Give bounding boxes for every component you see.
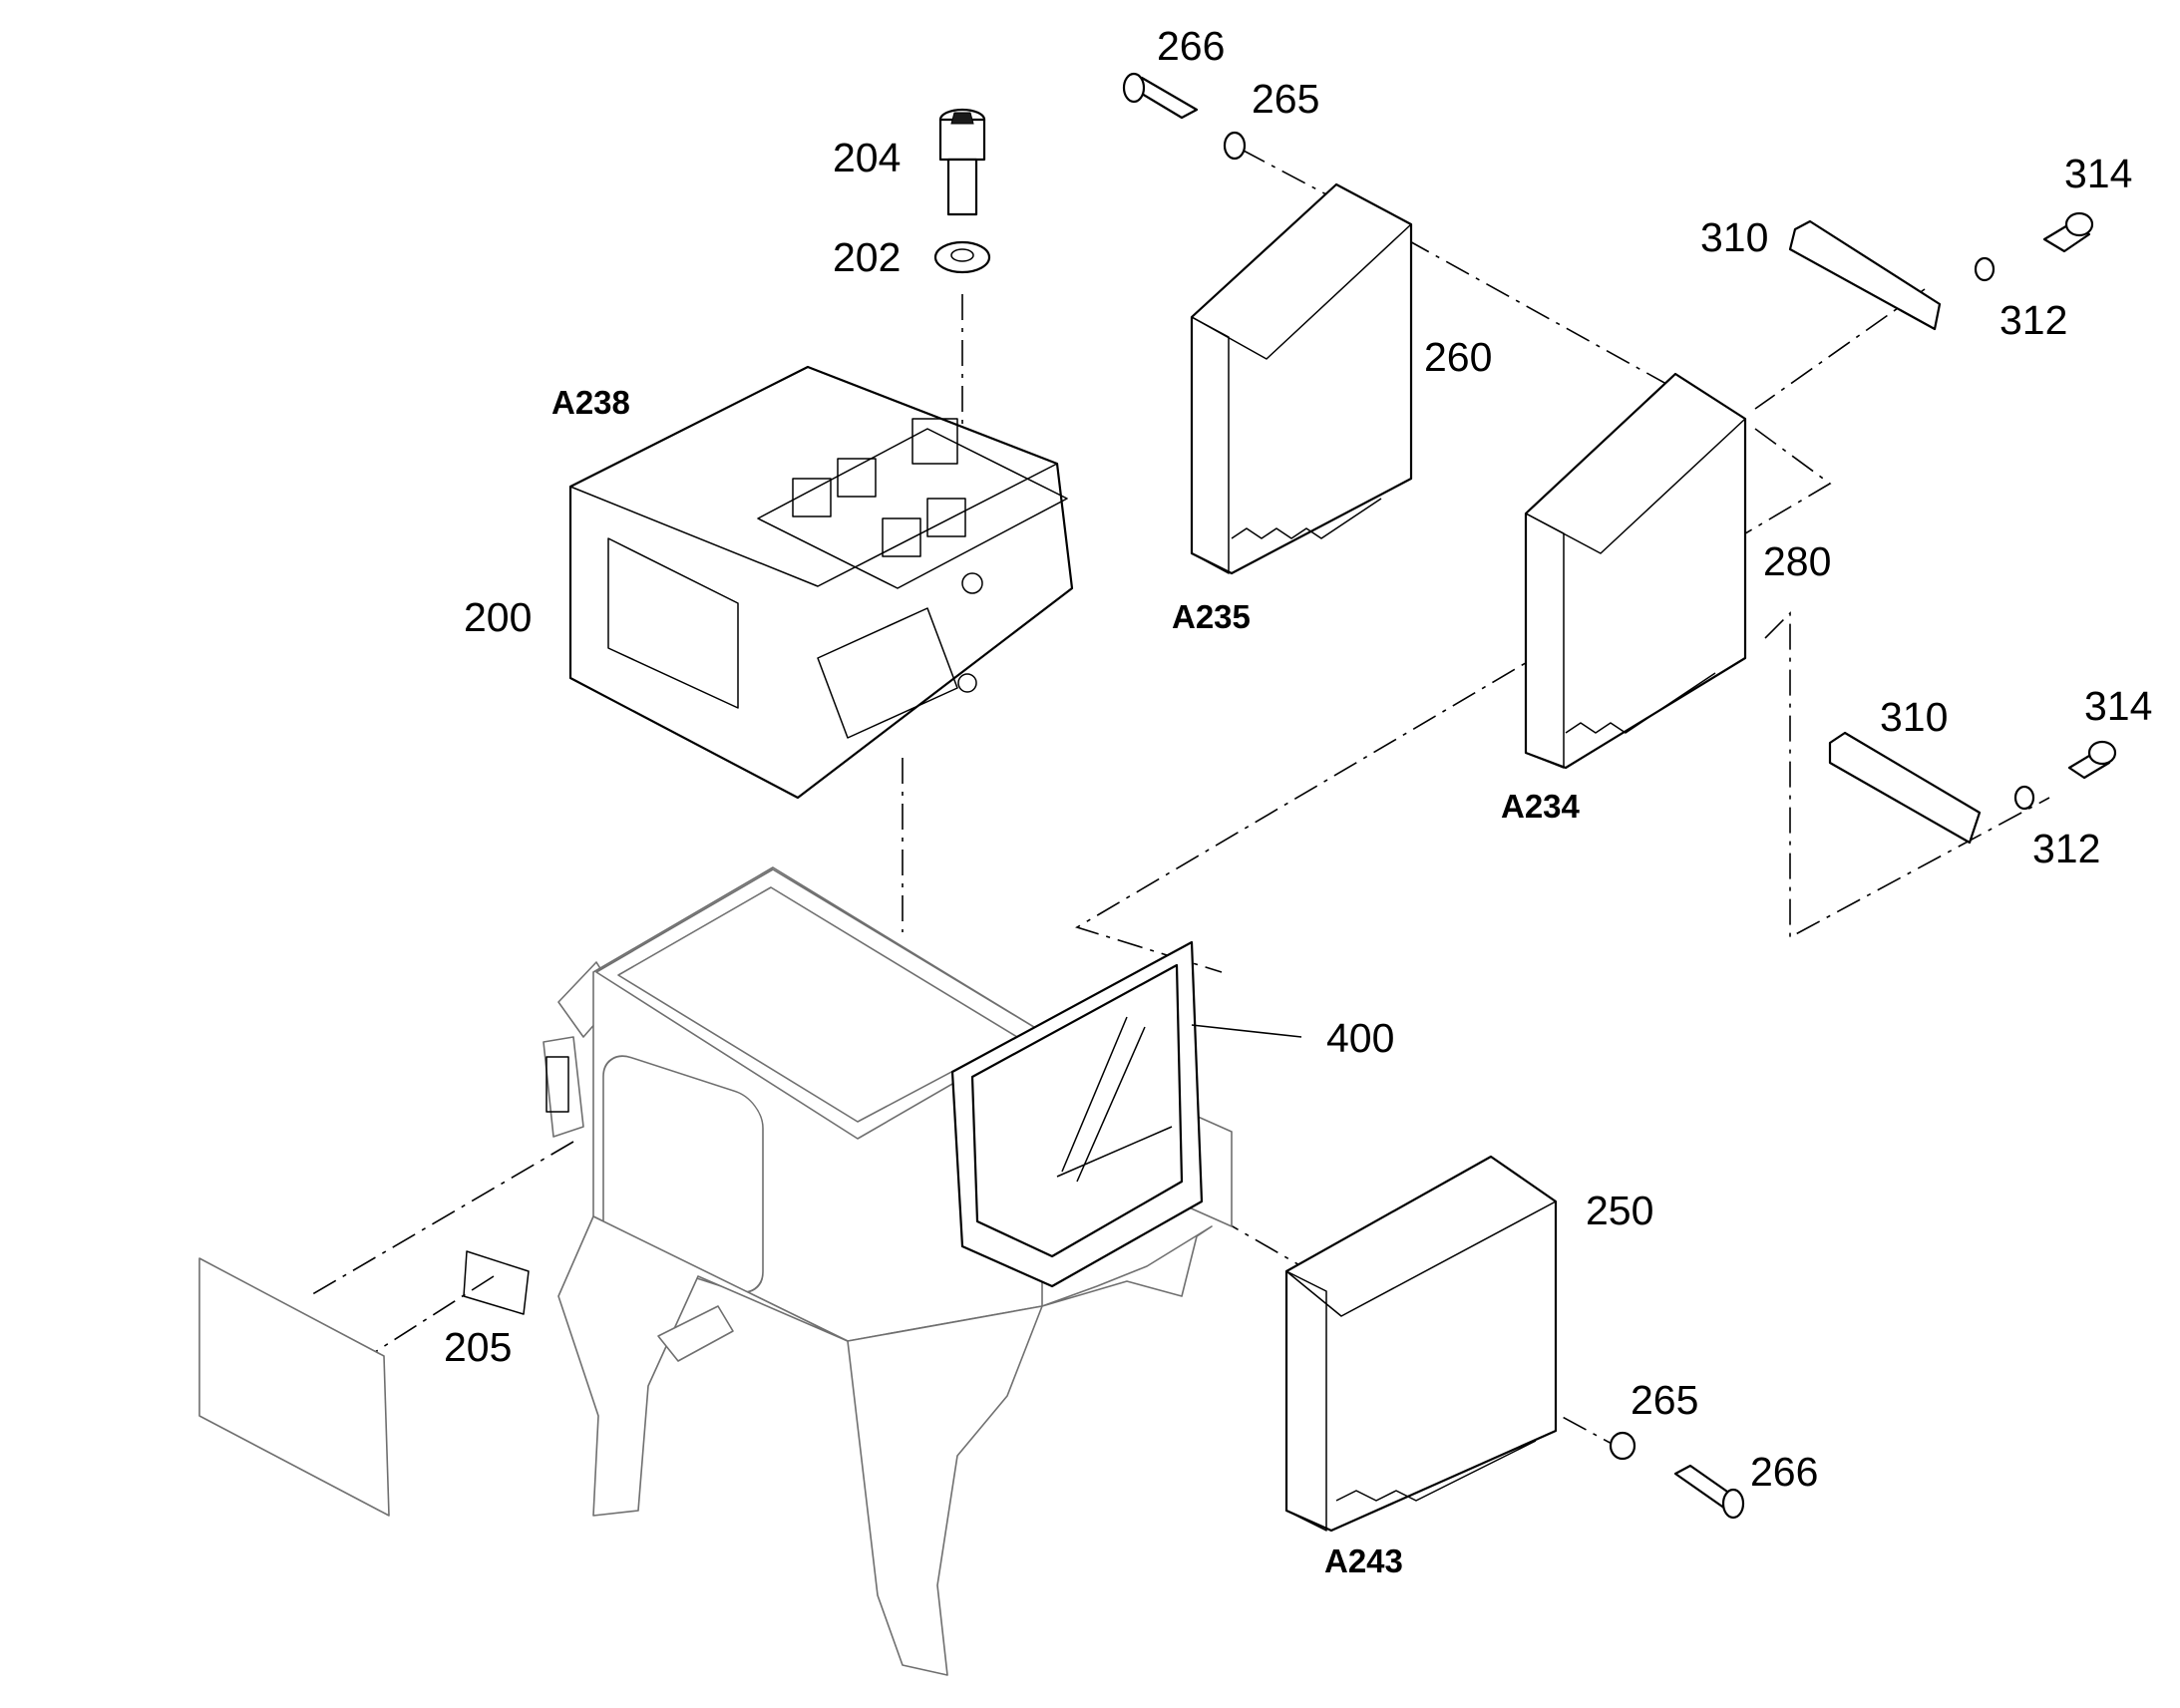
housing-front-leg [557, 1215, 849, 1517]
unit-top [569, 366, 1058, 587]
unit-terminal-block [607, 537, 739, 709]
module-260 [1190, 182, 1413, 575]
bracket-set-top [1788, 211, 2094, 331]
callout-280: 280 [1763, 538, 1831, 584]
wing-nut [961, 572, 983, 594]
relay-3 [882, 517, 921, 557]
module-260-front-edge [1191, 316, 1230, 574]
ref-a234: A234 [1501, 788, 1581, 825]
frame-inner [970, 963, 1184, 1258]
bracket-310-top [1788, 219, 1942, 331]
screw-and-washer-top [933, 108, 991, 274]
reference-designators: A238 A235 A234 A243 [551, 384, 1581, 1579]
relay-4 [926, 498, 966, 537]
washer-265-top [1223, 131, 1247, 161]
frame-crossbar [1056, 1126, 1173, 1178]
housing-rear-leg [1041, 1225, 1213, 1307]
module-280-body [1524, 372, 1747, 770]
side-cover-panel [198, 1257, 390, 1517]
module-280-fins [1525, 373, 1746, 554]
module-280-bottom-ribs [1565, 672, 1716, 734]
screw-and-washer-250 [1609, 1431, 1745, 1520]
relay-5 [911, 418, 958, 465]
washer-265-bottom [1609, 1431, 1636, 1461]
washer-202 [933, 240, 991, 274]
callout-400: 400 [1326, 1015, 1394, 1061]
leader-280-to-frame [1075, 428, 1832, 973]
callout-202: 202 [833, 234, 901, 280]
callout-310-bottom: 310 [1880, 694, 1948, 740]
callout-310-top: 310 [1700, 214, 1768, 260]
callout-265-bottom: 265 [1631, 1377, 1698, 1423]
mounting-frame [950, 940, 1302, 1288]
unit-connector-row [817, 607, 958, 739]
pointer-400 [1191, 1024, 1302, 1038]
screw-204-socket [950, 112, 974, 125]
module-250-bottom-ribs [1335, 1440, 1537, 1502]
module-260-body [1190, 182, 1413, 575]
label-plate [463, 1250, 530, 1315]
callout-266-top: 266 [1157, 23, 1225, 69]
callout-204: 204 [833, 135, 901, 180]
callout-266-bottom: 266 [1750, 1449, 1818, 1495]
ref-a238: A238 [551, 384, 630, 421]
callout-numbers: 266 265 204 202 314 310 312 260 280 200 … [444, 23, 2152, 1495]
leader-260-to-280 [1405, 238, 1676, 390]
side-cover [198, 1250, 530, 1517]
leader-265-to-260 [1241, 149, 1327, 195]
callout-250: 250 [1586, 1188, 1653, 1233]
screw-204-head [938, 118, 986, 162]
callout-265-top: 265 [1252, 76, 1319, 122]
leader-bracket-loop [1764, 611, 2050, 939]
relay-2 [837, 458, 877, 498]
callout-200: 200 [464, 594, 532, 640]
module-250-front-edge [1285, 1270, 1327, 1532]
module-280 [1524, 372, 1747, 770]
relay-1 [792, 478, 832, 517]
callout-314-top: 314 [2064, 151, 2132, 196]
housing-side-latch [543, 1036, 584, 1138]
base-housing [543, 866, 1233, 1676]
module-280-front-edge [1525, 512, 1565, 769]
ref-a243: A243 [1324, 1542, 1403, 1579]
callout-260: 260 [1424, 334, 1492, 380]
callout-314-bottom: 314 [2084, 683, 2152, 729]
washer-312-bottom [2013, 785, 2035, 811]
frame-brace-1 [1061, 1016, 1128, 1173]
housing-foot-tab [657, 1305, 734, 1362]
screw-314-bottom-head [2087, 740, 2117, 766]
bracket-310-bottom [1828, 731, 1982, 845]
washer-312-top [1974, 256, 1996, 282]
housing-center-leg [847, 1305, 1043, 1676]
washer-202-hole [950, 248, 974, 262]
module-260-fins [1191, 183, 1412, 360]
screw-266-bottom-head [1721, 1488, 1745, 1520]
callout-312-top: 312 [1999, 297, 2067, 343]
unit-box [568, 365, 1074, 800]
module-250 [1284, 1155, 1558, 1533]
screw-204-shank [946, 158, 978, 216]
callout-205: 205 [444, 1324, 512, 1370]
module-260-bottom-ribs [1231, 498, 1382, 539]
module-250-fins [1285, 1156, 1557, 1317]
callout-312-bottom: 312 [2032, 826, 2100, 871]
frame-brace-2 [1076, 1026, 1146, 1183]
ref-a235: A235 [1172, 598, 1251, 635]
latch-handle [545, 1056, 569, 1113]
ground-bolt [957, 673, 977, 693]
screw-314-top-head [2064, 211, 2094, 237]
screw-266-top-head [1122, 72, 1146, 104]
bracket-set-bottom [1828, 731, 2117, 845]
leader-housing-to-cover [308, 1141, 574, 1297]
electronic-unit-a238 [568, 365, 1074, 800]
screw-and-washer-260 [1122, 72, 1247, 161]
